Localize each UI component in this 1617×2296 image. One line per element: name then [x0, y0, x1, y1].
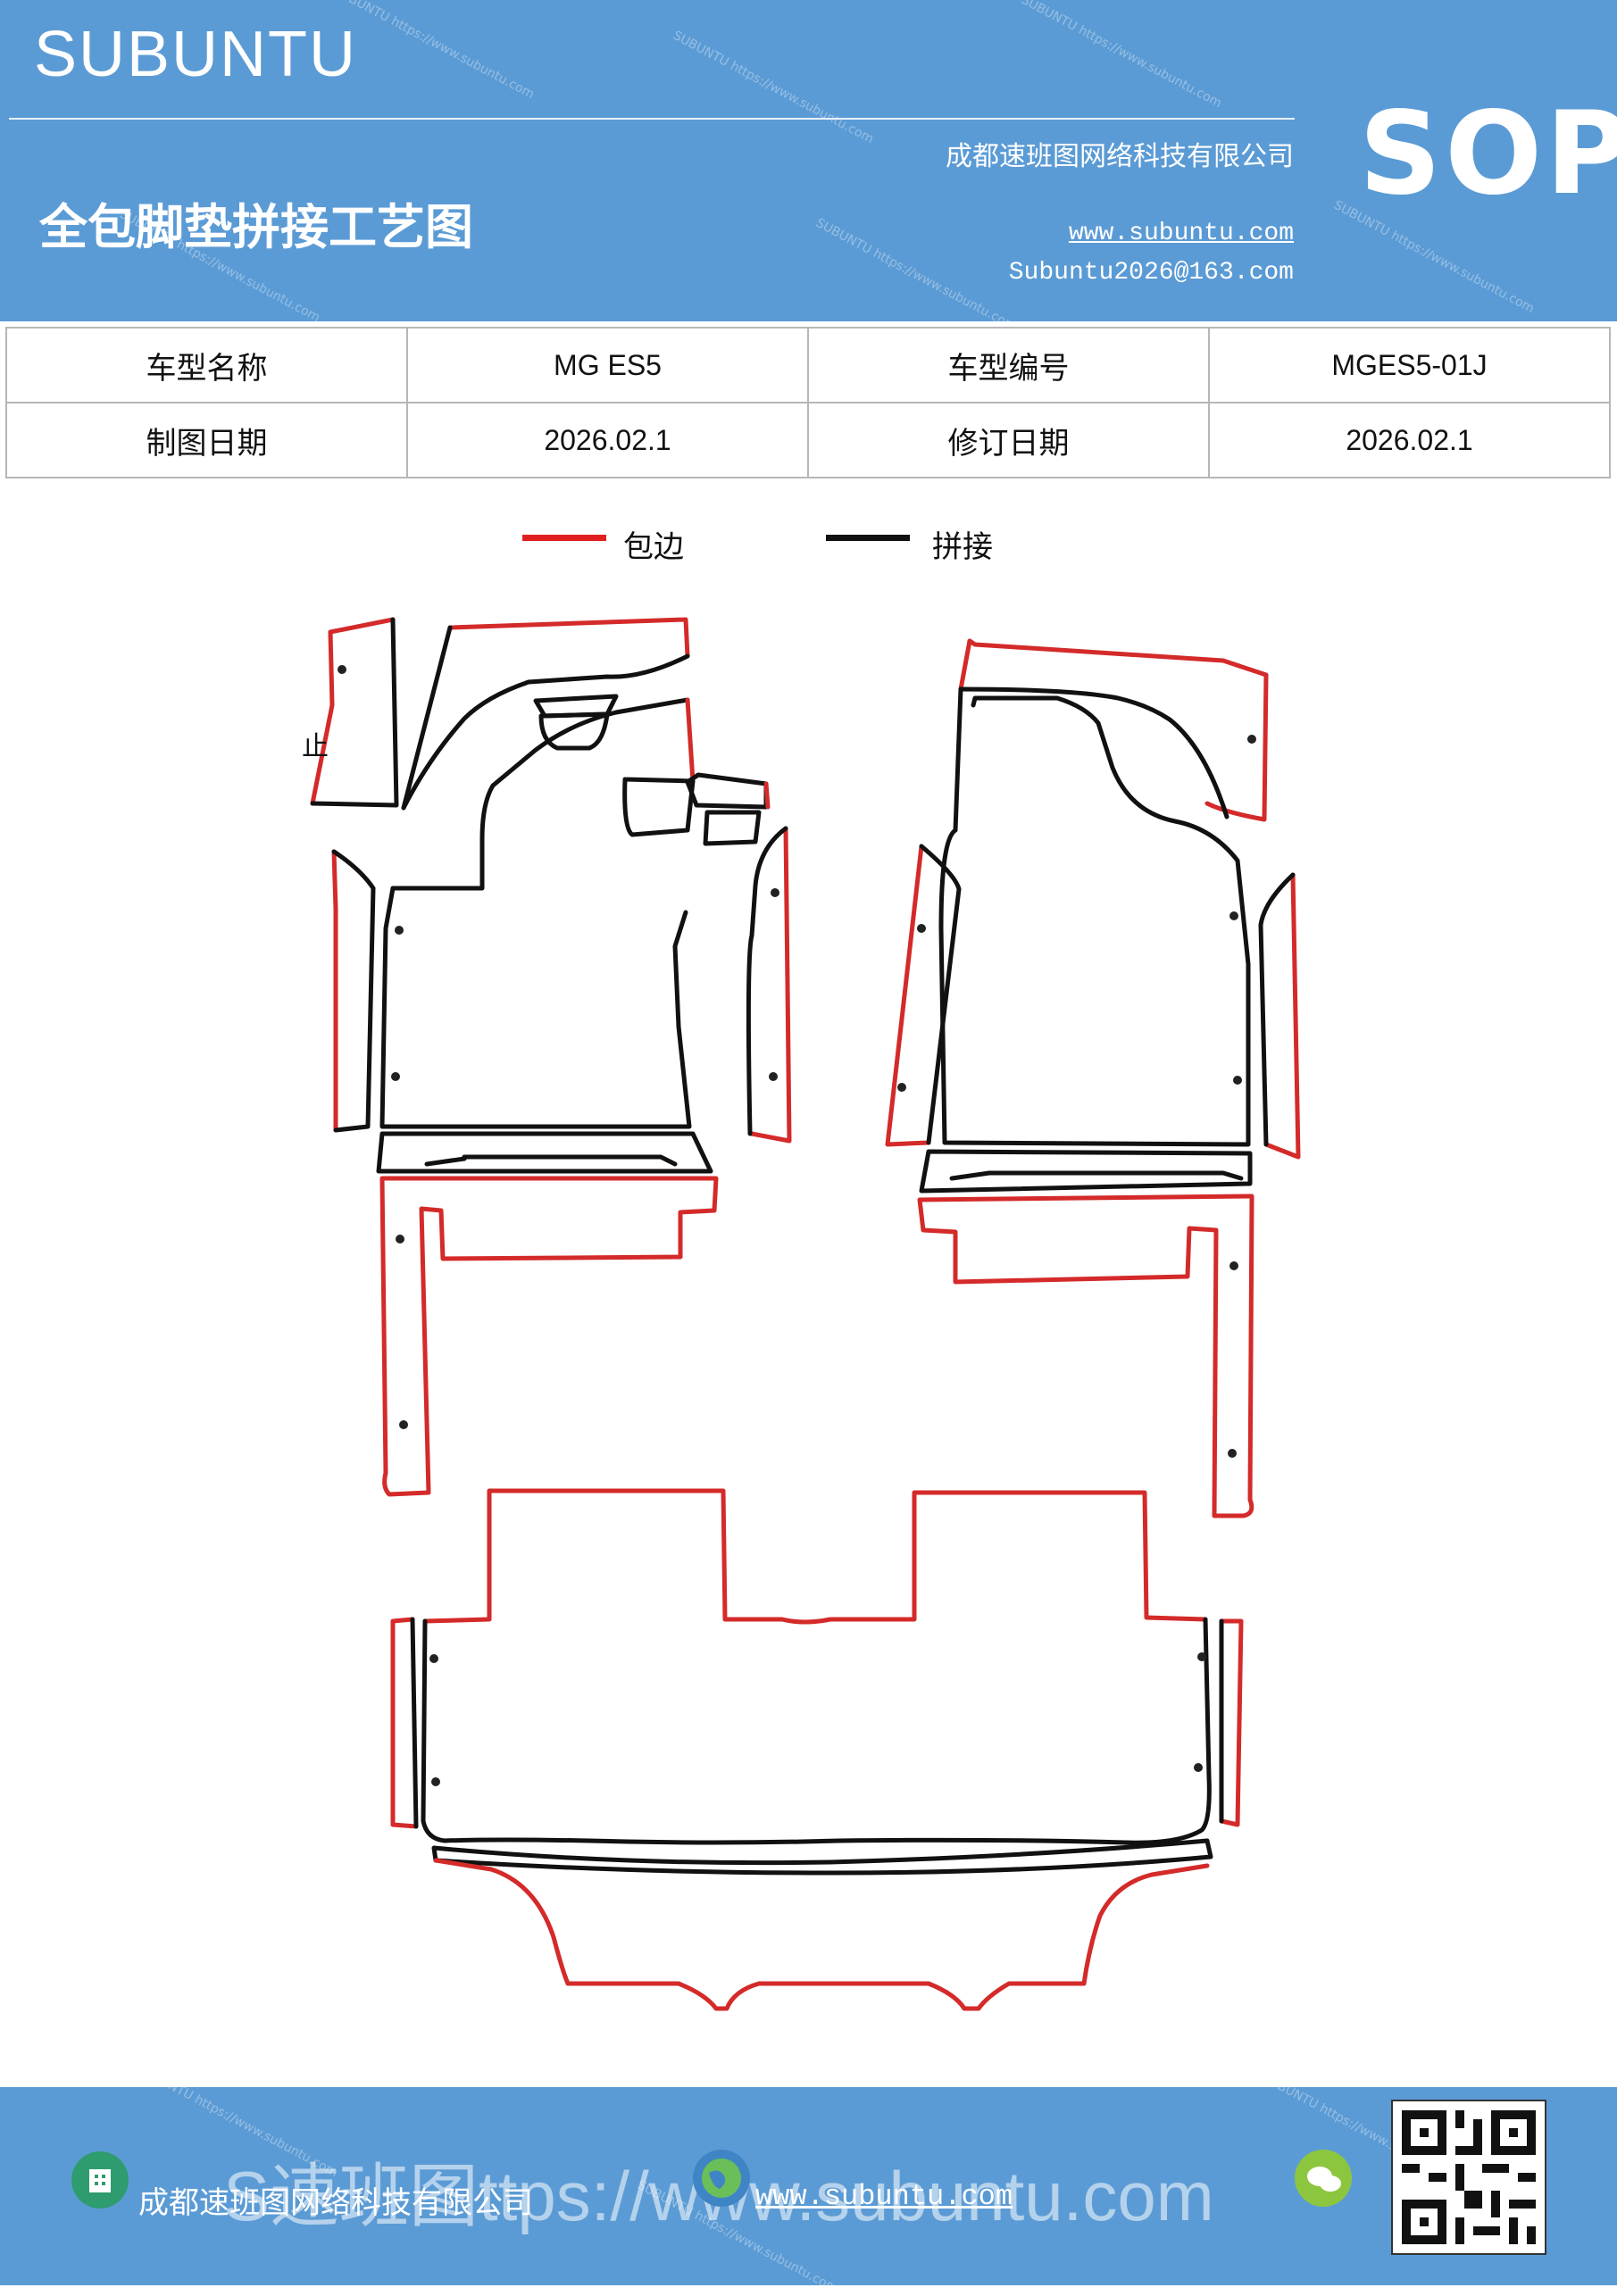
building-icon	[71, 2151, 129, 2209]
legend-swatch-seam	[826, 535, 910, 541]
sop-badge: SOP	[1359, 87, 1617, 220]
table-cell: MGES5-01J	[1208, 327, 1611, 403]
page-header: SUBUNTU https://www.subuntu.com SUBUNTU …	[0, 0, 1617, 334]
document-title: 全包脚垫拼接工艺图	[39, 198, 473, 255]
mat-piece-fl-right-side	[746, 826, 792, 1144]
mat-piece-fl-small	[685, 772, 771, 846]
mat-piece-fl-sill	[376, 1131, 713, 1174]
mat-piece-rear-main	[421, 1488, 1212, 1845]
mat-piece-fl-side	[331, 849, 376, 1133]
legend-label-seam: 拼接	[932, 529, 993, 565]
mat-piece-fr-side-left	[885, 844, 962, 1147]
legend-label-edge: 包边	[623, 529, 684, 565]
table-row: 制图日期 2026.02.1 修订日期 2026.02.1	[5, 402, 1611, 478]
mat-piece-rear-side-left	[390, 1617, 419, 1829]
email-address[interactable]: Subuntu2026@163.com	[1008, 259, 1294, 287]
header-divider	[9, 118, 1295, 120]
mat-piece-rear-side-right	[1219, 1618, 1244, 1827]
mat-piece-fl-lower	[379, 1176, 719, 1497]
brand-name: SUBUNTU	[34, 19, 358, 90]
footer-website-link[interactable]: www.subuntu.com	[755, 2180, 1013, 2213]
website-link[interactable]: www.subuntu.com	[1068, 220, 1294, 247]
legend-swatch-edge	[522, 535, 606, 541]
mat-piece-fr-main	[938, 638, 1269, 1147]
table-row: 车型名称 MG ES5 车型编号 MGES5-01J	[5, 327, 1611, 403]
mat-piece-rear-bottom	[431, 1838, 1213, 2011]
mat-piece-fl-main	[379, 617, 696, 1129]
table-cell: MG ES5	[406, 327, 809, 403]
table-cell: 车型编号	[807, 327, 1210, 403]
footer-company-name: 成都速班图网络科技有限公司	[138, 2185, 533, 2221]
company-name: 成都速班图网络科技有限公司	[946, 141, 1294, 172]
table-cell: 制图日期	[5, 402, 408, 478]
qr-code	[1391, 2100, 1546, 2255]
globe-icon	[693, 2150, 750, 2207]
annotation-label: 止	[302, 731, 329, 762]
mat-piece-fr-lower	[917, 1194, 1254, 1518]
wechat-icon	[1295, 2150, 1352, 2207]
legend: 包边 拼接	[0, 522, 1617, 567]
mat-piece-fr-side-right	[1258, 872, 1301, 1160]
mat-piece-fr-sill	[919, 1149, 1253, 1194]
table-cell: 2026.02.1	[1208, 402, 1611, 478]
table-cell: 修订日期	[807, 402, 1210, 478]
table-cell: 车型名称	[5, 327, 408, 403]
mat-piece-fl-strip	[310, 617, 399, 808]
page-footer: SUBUNTU https://www.subuntu.com SUBUNTU …	[0, 2062, 1617, 2296]
fastener-dots	[338, 665, 1256, 1786]
table-cell: 2026.02.1	[406, 402, 809, 478]
vehicle-info-table: 车型名称 MG ES5 车型编号 MGES5-01J 制图日期 2026.02.…	[5, 327, 1611, 478]
